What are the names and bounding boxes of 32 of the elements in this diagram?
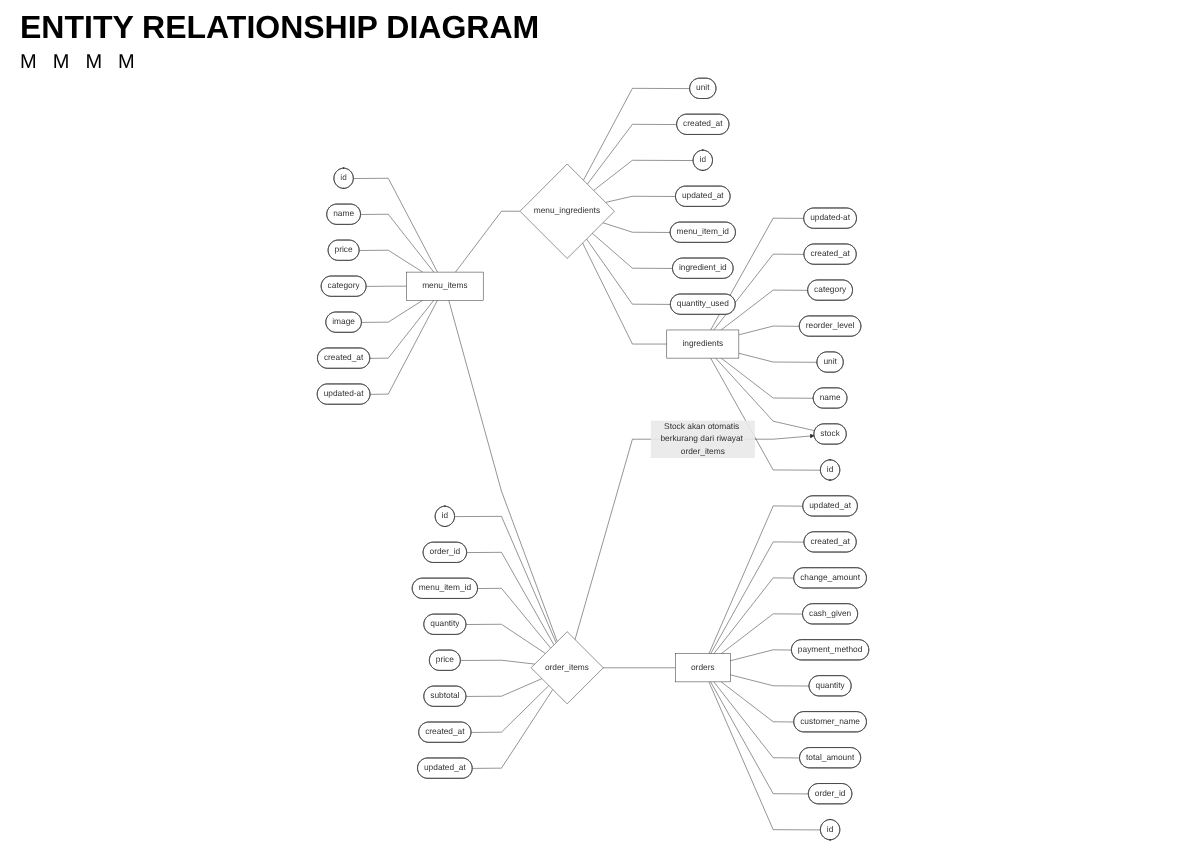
connector [454,516,557,643]
connector [720,613,804,654]
connector [353,178,438,273]
cardinality-label: M [118,52,135,74]
connector [730,674,810,687]
connector [366,285,407,287]
connector [720,357,814,399]
cardinality-label: M [20,52,37,74]
connector [713,577,795,654]
connector [730,649,792,662]
connector [708,505,804,654]
connector [582,242,667,345]
cardinality-label: M [52,52,70,74]
connector [465,678,543,697]
connector [370,300,438,395]
connector [360,214,435,273]
connector [477,588,551,649]
connector [715,357,816,431]
connector [448,300,558,642]
connector [359,249,423,273]
connector [460,659,535,665]
connector [471,685,549,733]
connector [465,624,546,654]
connector [710,357,821,471]
cardinality-label: M [85,52,103,74]
connector [361,300,423,323]
connector [713,253,805,331]
connector [466,552,555,645]
connector [710,541,805,654]
connector [369,300,435,359]
diagram-title: ENTITY RELATIONSHIP DIAGRAM [18,10,542,50]
connector [472,689,553,769]
